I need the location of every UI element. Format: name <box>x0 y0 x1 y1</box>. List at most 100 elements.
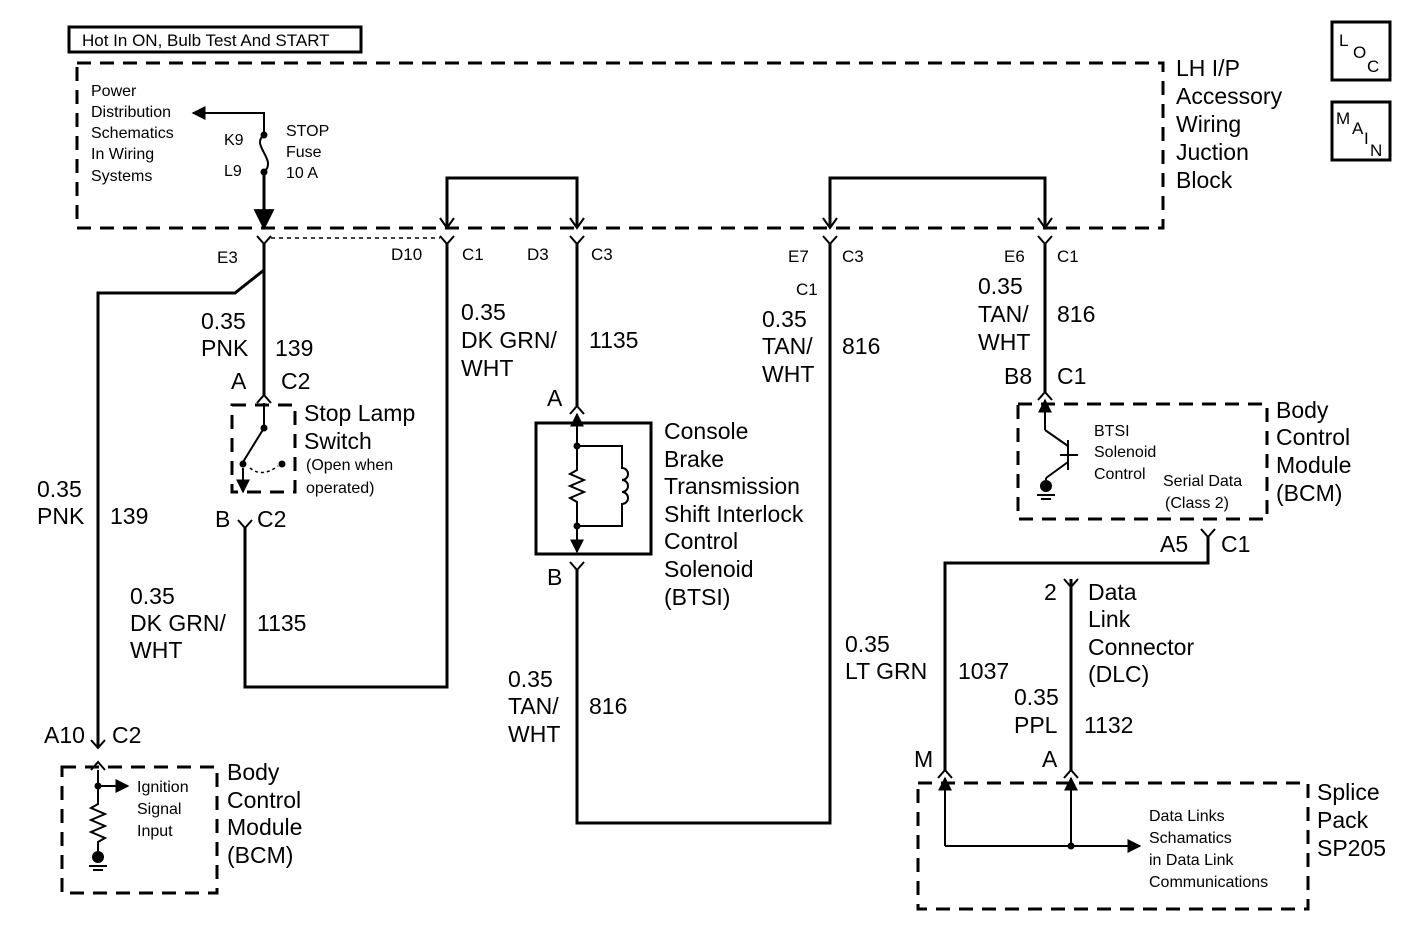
stop-fuse: K9 L9 STOP Fuse 10 A <box>224 123 329 231</box>
wire-pnk-switch-circuit: 139 <box>275 335 313 361</box>
body-control-module-top[interactable]: B8 C1 BTSI Solenoid Control Serial Data … <box>1004 363 1351 557</box>
body-control-module-bottom[interactable]: A10 C2 Ignition Signal Input Body Contro… <box>44 722 302 895</box>
power-dist-line-4: In Wiring <box>91 146 154 163</box>
wire-runs <box>96 244 1210 825</box>
power-dist-line-3: Schematics <box>91 125 174 142</box>
loc-badge-letter-1: L <box>1339 31 1348 50</box>
connector-d3-label: D3 <box>527 245 549 264</box>
bcm-bottom-inner-2: Signal <box>137 801 181 818</box>
bcm-top-inner-1: BTSI <box>1094 423 1130 440</box>
wire-ppl-size: 0.35 <box>1014 684 1059 710</box>
wire-tan-e7-size: 0.35 <box>762 306 807 332</box>
solenoid-label-3: Transmission <box>664 473 800 499</box>
bcm-bottom-label-2: Control <box>227 787 301 813</box>
wire-ppl-color: PPL <box>1014 712 1058 738</box>
data-link-connector[interactable]: 2 Data Link Connector (DLC) <box>1044 578 1194 687</box>
bcm-bottom-label-3: Module <box>227 814 302 840</box>
wire-labels: 0.35 PNK 139 0.35 PNK 139 0.35 DK GRN/ W… <box>37 273 1133 747</box>
wire-tan-e6-circuit: 816 <box>1057 301 1095 327</box>
bcm-bottom-inner-3: Input <box>137 823 173 840</box>
connector-d10-icon <box>439 235 455 246</box>
wire-pnk-switch-color: PNK <box>201 335 249 361</box>
switch-pin-a-label: A <box>231 368 247 394</box>
wire-dkgrn-left-circuit: 1135 <box>257 610 306 636</box>
fuse-pin-l9: L9 <box>224 163 242 180</box>
connector-d10-c-label: C1 <box>462 245 484 264</box>
wire-ppl-circuit: 1132 <box>1084 712 1133 738</box>
switch-pin-b-c-label: C2 <box>257 506 286 532</box>
wire-tan-e6-color-2: WHT <box>978 329 1030 355</box>
coil-symbol-icon <box>577 445 629 527</box>
connector-e6-icon <box>1037 235 1053 246</box>
wire-dkgrn-mid-size: 0.35 <box>461 299 506 325</box>
connector-e3-label: E3 <box>217 248 238 267</box>
wire-tan-e6-size: 0.35 <box>978 273 1023 299</box>
splice-pack[interactable]: M A Data Links Schamatics in Data Link C… <box>914 746 1386 911</box>
header-title: Hot In ON, Bulb Test And START <box>82 31 330 50</box>
dlc-label-2: Link <box>1088 606 1131 632</box>
loc-badge-letter-2: O <box>1353 43 1366 62</box>
bcm-top-inner-2: Solenoid <box>1094 444 1156 461</box>
bcm-bottom-inner-1: Ignition <box>137 779 189 796</box>
wire-dkgrn-left-color-2: WHT <box>130 637 182 663</box>
bcm-top-serial-1: Serial Data <box>1163 473 1242 490</box>
splice-inner-3: in Data Link <box>1149 852 1234 869</box>
junction-internal-bus <box>439 176 1053 230</box>
wire-1135-switch <box>243 244 449 689</box>
connector-d3-icon <box>569 235 585 246</box>
stop-lamp-switch-note-2: operated) <box>306 480 375 497</box>
connector-e7-icon <box>822 235 838 246</box>
connector-e6-c-label: C1 <box>1057 247 1079 266</box>
solenoid-label-6: Solenoid <box>664 556 754 582</box>
wire-pnk-bcm-color: PNK <box>37 503 85 529</box>
splice-label-3: SP205 <box>1317 835 1386 861</box>
connector-e7-label: E7 <box>788 247 809 266</box>
wire-tan-bottom-color-2: WHT <box>508 721 560 747</box>
bcm-bottom-pin-a10-c-label: C2 <box>112 722 141 748</box>
bcm-top-pin-a5-c-label: C1 <box>1221 531 1250 557</box>
junction-block-label-5: Block <box>1176 167 1233 193</box>
dlc-label-3: Connector <box>1088 634 1194 660</box>
bcm-bottom-pin-a10-label: A10 <box>44 722 85 748</box>
wire-pnk-bcm-size: 0.35 <box>37 476 82 502</box>
bcm-bottom-label-1: Body <box>227 759 280 785</box>
power-dist-line-1: Power <box>91 83 137 100</box>
solenoid-label-1: Console <box>664 418 748 444</box>
main-badge[interactable]: M A I N <box>1330 100 1392 162</box>
wire-tan-e7-color-1: TAN/ <box>762 333 813 359</box>
wire-tan-e6-color-1: TAN/ <box>978 301 1029 327</box>
power-distribution-reference[interactable]: Power Distribution Schematics In Wiring … <box>91 83 265 185</box>
wire-139-bcm <box>96 244 266 748</box>
wire-tan-bottom-circuit: 816 <box>589 693 627 719</box>
solenoid-pin-b-label: B <box>547 564 562 590</box>
btsi-solenoid[interactable]: A B Console Brake Transmission Shift Int… <box>534 385 804 610</box>
wire-ltgrn-circuit: 1037 <box>958 658 1009 684</box>
bcm-top-label-1: Body <box>1276 397 1329 423</box>
stop-lamp-switch[interactable]: A C2 B C2 Stop Lamp Switch (Open when op… <box>215 368 415 532</box>
splice-inner-2: Schamatics <box>1149 830 1232 847</box>
loc-badge[interactable]: L O C <box>1330 20 1392 82</box>
wire-tan-e7-color-2: WHT <box>762 361 814 387</box>
wire-dkgrn-left-color-1: DK GRN/ <box>130 610 226 636</box>
wire-ltgrn-color: LT GRN <box>845 658 927 684</box>
splice-pin-a-label: A <box>1042 746 1058 772</box>
bcm-top-pin-b8-c-label: C1 <box>1057 363 1086 389</box>
wire-816-solenoid <box>575 244 832 825</box>
loc-badge-letter-3: C <box>1367 57 1379 76</box>
connector-e6-label: E6 <box>1004 247 1025 266</box>
splice-inner-1: Data Links <box>1149 808 1225 825</box>
power-dist-line-5: Systems <box>91 168 152 185</box>
connector-d3-c-label: C3 <box>591 245 613 264</box>
main-badge-letter-3: I <box>1364 129 1369 148</box>
resistor-symbol-icon <box>567 446 587 526</box>
connector-e7-c-label: C3 <box>842 247 864 266</box>
wire-ltgrn-size: 0.35 <box>845 631 890 657</box>
connector-e7-c1-label: C1 <box>796 280 818 299</box>
splice-inner-4: Communications <box>1149 874 1268 891</box>
header-title-box: Hot In ON, Bulb Test And START <box>67 25 363 54</box>
fuse-label-3: 10 A <box>286 165 318 182</box>
wire-pnk-switch-size: 0.35 <box>201 308 246 334</box>
main-badge-letter-1: M <box>1336 109 1350 128</box>
power-dist-line-2: Distribution <box>91 104 171 121</box>
wire-1037 <box>943 537 1210 770</box>
